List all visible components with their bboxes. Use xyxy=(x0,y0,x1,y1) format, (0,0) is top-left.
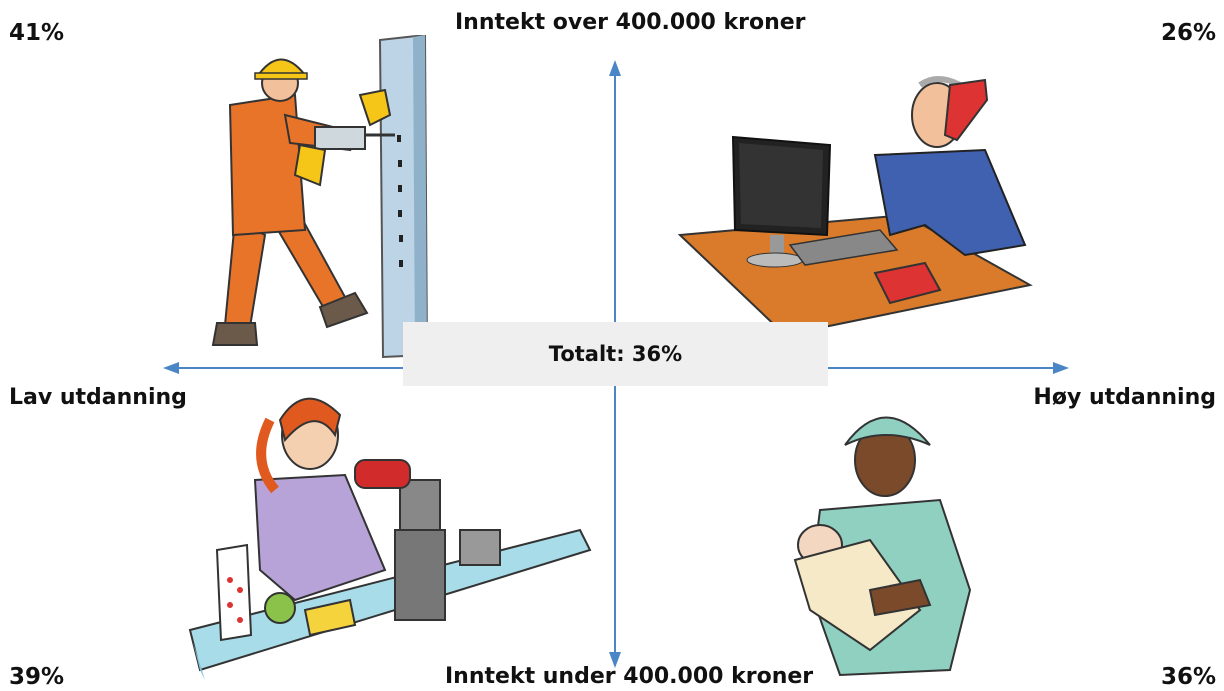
axis-label-bottom: Inntekt under 400.000 kroner xyxy=(445,664,814,689)
axis-label-top: Inntekt over 400.000 kroner xyxy=(455,10,806,35)
arrowhead-up xyxy=(609,60,621,76)
office-worker-illustration xyxy=(677,76,1033,335)
arrowhead-right xyxy=(1053,362,1069,374)
axis-label-right: Høy utdanning xyxy=(1033,385,1216,410)
nurse-illustration xyxy=(793,416,972,677)
arrowhead-left xyxy=(163,362,179,374)
total-label: Totalt: 36% xyxy=(548,342,683,366)
total-box: Totalt: 36% xyxy=(403,322,828,386)
construction-worker-illustration xyxy=(211,35,429,359)
bottom-right-percent: 36% xyxy=(1160,664,1216,690)
axis-label-left: Lav utdanning xyxy=(9,385,187,410)
top-right-percent: 26% xyxy=(1160,20,1216,46)
cashier-illustration xyxy=(188,397,592,680)
bottom-left-percent: 39% xyxy=(9,664,65,690)
arrowhead-down xyxy=(609,652,621,668)
top-left-percent: 41% xyxy=(9,20,65,46)
